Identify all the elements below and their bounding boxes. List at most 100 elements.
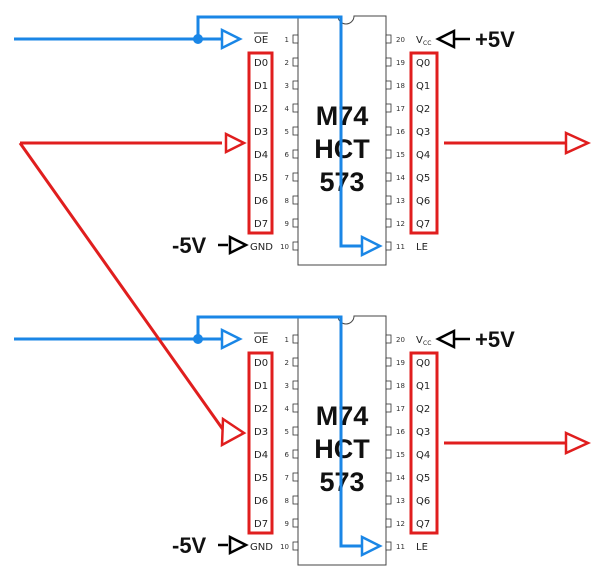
pin-label: Q0	[416, 58, 430, 69]
pin-label: D0	[254, 58, 268, 69]
pin-number: 16	[396, 128, 405, 136]
gnd-arrow	[228, 234, 249, 256]
pin-label: Q6	[416, 196, 430, 207]
vcc-subscript: CC	[423, 40, 431, 47]
pin-number: 18	[396, 82, 405, 90]
pin-number: 8	[285, 497, 289, 505]
pin-number: 12	[396, 520, 405, 528]
pin-number: 7	[285, 174, 289, 182]
data-outputs-highlight	[409, 51, 439, 235]
pin-number: 18	[396, 382, 405, 390]
pin-stub	[385, 472, 392, 482]
pin-stub	[292, 34, 299, 44]
pin-number: 15	[396, 151, 405, 159]
pin-label: Q4	[416, 150, 430, 161]
pin-number: 17	[396, 405, 405, 413]
pin-label: D4	[254, 150, 268, 161]
pin-number: 11	[396, 543, 405, 551]
pin-number: 19	[396, 359, 405, 367]
pin-stub	[292, 218, 299, 228]
pin-number: 10	[280, 243, 289, 251]
pin-label: Q2	[416, 104, 430, 115]
pin-number: 5	[285, 128, 289, 136]
pin-stub	[385, 518, 392, 528]
pin-stub	[292, 541, 299, 551]
pin-number: 19	[396, 59, 405, 67]
data-outputs-highlight	[409, 351, 439, 535]
pin-label: Q7	[416, 219, 430, 230]
pin-label: D7	[254, 219, 268, 230]
pin-stub	[385, 357, 392, 367]
pin-stub	[385, 218, 392, 228]
pin-number: 14	[396, 174, 405, 182]
pin-stub	[292, 495, 299, 505]
latch-chip-1: M74HCT5731OE2D03D14D25D36D47D58D69D710GN…	[14, 15, 592, 266]
pin-stub	[292, 241, 299, 251]
gnd-arrow	[228, 534, 249, 556]
pin-label: D4	[254, 450, 268, 461]
pin-stub	[292, 149, 299, 159]
pin-label: OE	[254, 35, 268, 46]
pin-label: LE	[416, 242, 428, 253]
pin-stub	[385, 241, 392, 251]
pin-number: 8	[285, 197, 289, 205]
pin-stub	[385, 495, 392, 505]
pin-label: Q3	[416, 427, 430, 438]
data-input-arrow-lower	[220, 416, 247, 448]
pin-label: D7	[254, 519, 268, 530]
pin-label: V	[416, 35, 423, 46]
pin-number: 3	[285, 82, 289, 90]
pin-stub	[292, 103, 299, 113]
pin-label: LE	[416, 542, 428, 553]
pin-label: D2	[254, 104, 268, 115]
pin-label: V	[416, 335, 423, 346]
pin-number: 17	[396, 105, 405, 113]
data-inputs-highlight	[247, 351, 274, 535]
pin-label: D6	[254, 496, 268, 507]
pin-label: OE	[254, 335, 268, 346]
pin-label: Q1	[416, 381, 430, 392]
pin-stub	[385, 80, 392, 90]
pin-number: 1	[285, 336, 289, 344]
pin-label: D1	[254, 81, 268, 92]
supply-positive-label: +5V	[475, 327, 515, 352]
pin-number: 3	[285, 382, 289, 390]
le-wire	[196, 15, 362, 248]
pin-stub	[292, 449, 299, 459]
vcc-arrow	[435, 328, 456, 350]
pin-number: 16	[396, 428, 405, 436]
le-arrow	[360, 534, 383, 558]
latch-chip-2: M74HCT5731OE2D03D14D25D36D47D58D69D710GN…	[14, 315, 592, 566]
pin-number: 2	[285, 359, 289, 367]
pin-stub	[292, 426, 299, 436]
vcc-arrow	[435, 28, 456, 50]
oe-arrow	[220, 327, 243, 351]
pin-stub	[385, 403, 392, 413]
pin-number: 6	[285, 451, 290, 459]
pin-stub	[385, 149, 392, 159]
pin-number: 7	[285, 474, 289, 482]
pin-number: 20	[396, 336, 405, 344]
pin-number: 14	[396, 474, 405, 482]
pin-label: D1	[254, 381, 268, 392]
pin-number: 12	[396, 220, 405, 228]
pin-number: 10	[280, 543, 289, 551]
le-arrow	[360, 234, 383, 258]
pin-number: 5	[285, 428, 289, 436]
pin-stub	[292, 334, 299, 344]
pin-label: GND	[250, 542, 273, 553]
pin-label: D3	[254, 127, 268, 138]
pin-stub	[385, 34, 392, 44]
vcc-subscript: CC	[423, 340, 431, 347]
pin-number: 11	[396, 243, 405, 251]
supply-negative-label: -5V	[172, 233, 207, 258]
pin-label: GND	[250, 242, 273, 253]
pin-stub	[292, 518, 299, 528]
pin-stub	[292, 380, 299, 390]
pin-label: D6	[254, 196, 268, 207]
pin-label: D5	[254, 473, 268, 484]
oe-arrow	[220, 27, 243, 51]
pin-label: D3	[254, 427, 268, 438]
pin-stub	[385, 195, 392, 205]
supply-negative-label: -5V	[172, 533, 207, 558]
